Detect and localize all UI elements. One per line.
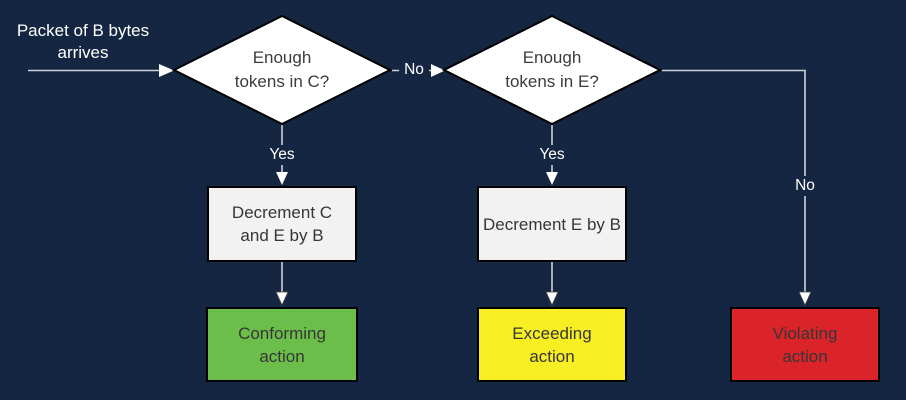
process-decrement-c-and-e: Decrement C and E by B [207,186,357,262]
start-label-line1: Packet of B bytes [16,21,150,40]
action-conforming: Conforming action [206,307,358,382]
arrowhead-into-violating [798,291,812,306]
action-conforming-line2: action [259,346,305,366]
start-label-line2: arrives [57,43,109,62]
decision-e-line2: tokens in E? [505,72,599,91]
edge-label-no-c: No [399,60,429,80]
decision-enough-tokens-c: Enough tokens in C? [171,14,393,126]
edge-label-no-e: No [790,176,820,196]
arrowhead-into-conforming [275,291,289,306]
arrowhead-into-exceeding [545,291,559,306]
process-decrement-e-line1: Decrement E by B [483,214,621,234]
action-conforming-line1: Conforming [238,323,326,343]
process-decrement-e: Decrement E by B [477,186,627,262]
arrowhead-into-decision-e [431,64,445,77]
action-exceeding: Exceeding action [477,307,627,382]
decision-e-line1: Enough [522,48,582,67]
decision-enough-tokens-e: Enough tokens in E? [441,14,663,126]
edge-label-yes-c: Yes [264,145,300,165]
action-violating: Violating action [730,307,880,382]
diamond-shape-e [441,14,663,126]
decision-c-line1: Enough [252,48,312,67]
edge-label-yes-e: Yes [534,145,570,165]
process-decrement-ce-line1: Decrement C [231,203,333,222]
arrowhead-into-decision-c [159,64,174,77]
action-exceeding-line1: Exceeding [512,323,592,343]
edge-no-to-violating [662,69,806,294]
action-violating-line2: action [782,346,828,366]
action-violating-line1: Violating [772,323,838,343]
process-decrement-ce-line2: and E by B [240,226,324,245]
action-exceeding-line2: action [529,346,575,366]
diamond-shape-c [171,14,393,126]
start-label: Packet of B bytes arrives [6,20,160,64]
arrowhead-into-decrement-e [546,172,558,185]
arrowhead-into-decrement-ce [276,172,288,185]
decision-c-line2: tokens in C? [234,72,330,91]
